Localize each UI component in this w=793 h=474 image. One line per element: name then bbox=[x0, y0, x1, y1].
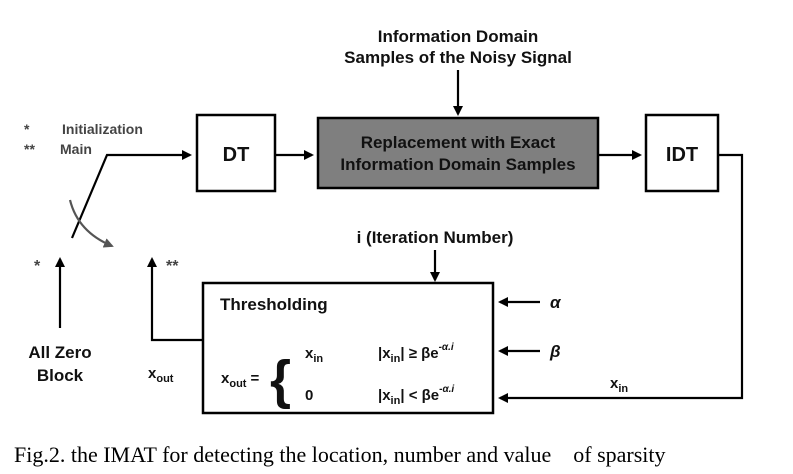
formula-case1-value: xin bbox=[305, 345, 323, 365]
formula-case1-condition: |xin| ≥ βe-α.i bbox=[378, 342, 454, 365]
switch-to-dt-wire bbox=[70, 150, 192, 239]
replacement-label-line1: Replacement with Exact bbox=[361, 133, 556, 152]
idt-block bbox=[644, 113, 720, 193]
dt-block bbox=[195, 113, 277, 193]
formula-lhs: xout= bbox=[221, 370, 259, 390]
all-zero-line1: All Zero bbox=[28, 343, 91, 362]
thresholding-label: Thresholding bbox=[220, 295, 328, 314]
iteration-label: i (Iteration Number) bbox=[357, 228, 514, 247]
all-zero-line2: Block bbox=[37, 366, 84, 385]
dt-label: DT bbox=[223, 144, 250, 166]
switch-rotation-arrow bbox=[68, 199, 114, 248]
legend-star1-text: Initialization bbox=[62, 121, 143, 137]
idt-feedback-wire bbox=[498, 153, 744, 403]
replacement-label-line2: Information Domain Samples bbox=[340, 155, 575, 174]
thresholding-block bbox=[201, 281, 495, 415]
replacement-block bbox=[316, 116, 600, 190]
figure-caption: Fig.2. the IMAT for detecting the locati… bbox=[14, 442, 666, 467]
formula-case2-condition: |xin| < βe-α.i bbox=[378, 384, 454, 407]
legend-star2: ** bbox=[24, 141, 35, 157]
xout-signal-label: xout bbox=[148, 365, 174, 385]
formula-case2-value: 0 bbox=[305, 387, 313, 404]
top-label-line1: Information Domain bbox=[378, 27, 539, 46]
switch-star2-label: ** bbox=[166, 258, 179, 275]
legend-star1: * bbox=[24, 121, 30, 137]
top-label-line2: Samples of the Noisy Signal bbox=[344, 48, 572, 67]
beta-label: β bbox=[549, 342, 561, 361]
switch-star1-label: * bbox=[34, 258, 41, 275]
formula-brace: { bbox=[270, 350, 291, 410]
legend-star2-text: Main bbox=[60, 141, 92, 157]
alpha-label: α bbox=[550, 293, 562, 312]
xin-signal-label: xin bbox=[610, 375, 628, 395]
xout-feedback-wire bbox=[147, 257, 203, 342]
idt-label: IDT bbox=[666, 144, 698, 166]
